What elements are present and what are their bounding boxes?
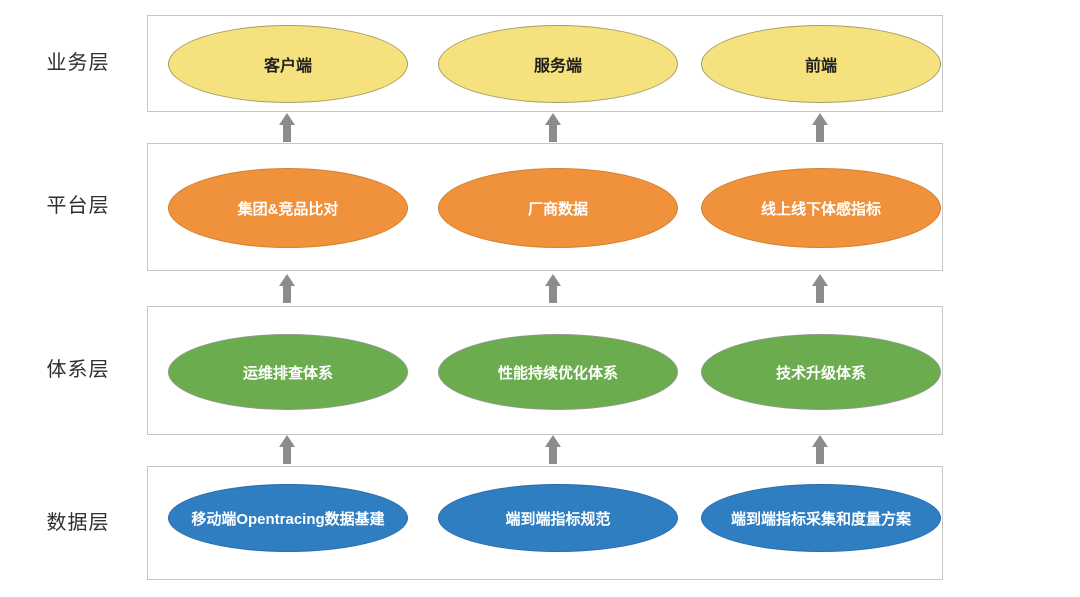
node-ops-troubleshooting-system: 运维排查体系 [168,334,408,410]
up-arrow-icon [279,274,295,303]
node-label: 客户端 [263,58,312,75]
layer-box-platform: 集团&竞品比对 厂商数据 线上线下体感指标 [147,143,943,271]
node-label: 技术升级体系 [775,364,866,382]
layer-box-data: 移动端Opentracing数据基建 端到端指标规范 端到端指标采集和度量方案 [147,466,943,580]
layer-box-system: 运维排查体系 性能持续优化体系 技术升级体系 [147,306,943,435]
node-end-to-end-metric-collection-measurement: 端到端指标采集和度量方案 [701,484,941,552]
node-online-offline-experience-metrics: 线上线下体感指标 [701,168,941,248]
node-label: 线上线下体感指标 [760,200,881,218]
node-continuous-performance-optimization-system: 性能持续优化体系 [438,334,678,410]
node-label: 前端 [804,58,837,75]
node-label: 厂商数据 [527,200,588,218]
up-arrow-icon [279,435,295,464]
node-frontend: 前端 [701,25,941,103]
node-label: 运维排查体系 [242,364,333,382]
node-label: 端到端指标采集和度量方案 [730,510,911,528]
up-arrow-icon [545,274,561,303]
up-arrow-icon [812,274,828,303]
layer-label-data: 数据层 [46,512,110,534]
up-arrow-icon [812,435,828,464]
node-label: 端到端指标规范 [505,510,611,528]
node-vendor-data: 厂商数据 [438,168,678,248]
layer-label-business: 业务层 [46,52,110,74]
up-arrow-icon [812,113,828,142]
node-label: 服务端 [533,58,582,75]
up-arrow-icon [279,113,295,142]
node-client: 客户端 [168,25,408,103]
node-label: 集团&竞品比对 [237,200,339,218]
node-end-to-end-metric-spec: 端到端指标规范 [438,484,678,552]
node-server: 服务端 [438,25,678,103]
up-arrow-icon [545,435,561,464]
node-label: 性能持续优化体系 [497,364,618,382]
up-arrow-icon [545,113,561,142]
node-label: 移动端Opentracing数据基建 [191,510,385,528]
layer-label-platform: 平台层 [46,195,110,217]
node-tech-upgrade-system: 技术升级体系 [701,334,941,410]
layer-label-system: 体系层 [46,359,110,381]
layer-box-business: 客户端 服务端 前端 [147,15,943,112]
node-mobile-opentracing-data-infrastructure: 移动端Opentracing数据基建 [168,484,408,552]
node-group-competitor-compare: 集团&竞品比对 [168,168,408,248]
